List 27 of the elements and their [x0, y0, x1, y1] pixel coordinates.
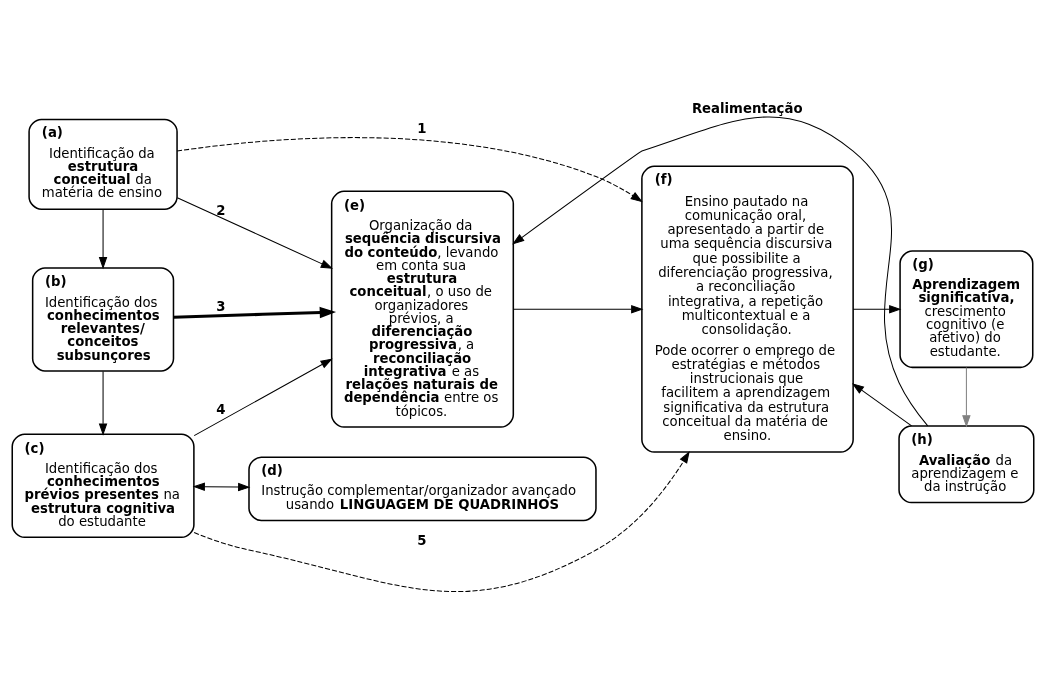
- arrow: [962, 367, 971, 428]
- edge-label: Realimentação: [691, 100, 803, 116]
- arrow: [173, 306, 337, 319]
- node-box: (e) Organização da sequência discursiva do conteúdo, levando em conta sua estrutura conceitual, o uso de organizadores prévios, a diferenciação progressiva, a reconciliação integrativa e as relações naturais de dependência entre os tópicos.: [330, 190, 515, 428]
- edge-label: 3: [216, 298, 226, 314]
- node-box: (a) Identificação da estrutura conceitual da matéria de ensino: [28, 118, 178, 210]
- node-box: (f) Ensino pautado na comunicação oral, apresentado a partir de uma sequência discursiva que possibilite a diferenciação progressiva, a reconciliação integrativa, a repetição multicontextual e a consolidação. Pode ocorrer o emprego de estratégias e métodos instrucionais que facilitem a aprendizagem significativa da estrutura conceitual da matéria de ensino.: [641, 165, 854, 453]
- arrow: [176, 137, 643, 203]
- arrow: [176, 197, 334, 269]
- arrow: [512, 116, 929, 427]
- edge-label: 4: [216, 401, 226, 417]
- edge-label: 1: [417, 121, 427, 137]
- node-box: (b) Identificação dos conhecimentos relevantes/ conceitos subsunçores: [31, 267, 175, 372]
- arrow: [852, 304, 902, 314]
- node-box: (d) Instrução complementar/organizador avançado usando LINGUAGEM DE QUADRINHOS: [248, 456, 597, 522]
- arrow: [851, 383, 913, 427]
- arrow: [192, 482, 251, 492]
- arrow: [193, 358, 333, 437]
- arrow: [98, 209, 108, 270]
- node-box: (h) Avaliação da aprendizagem e da instrução: [898, 425, 1035, 504]
- arrow: [512, 304, 644, 314]
- edge-label: 2: [216, 202, 226, 218]
- node-box: (g) Aprendizagem significativa, crescimento cognitivo (e afetivo) do estudante.: [899, 250, 1034, 369]
- arrow: [98, 370, 108, 436]
- edge-label: 5: [417, 533, 427, 549]
- arrow: [193, 451, 690, 593]
- node-box: (c) Identificação dos conhecimentos prévios presentes na estrutura cognitiva do estudante: [11, 433, 195, 539]
